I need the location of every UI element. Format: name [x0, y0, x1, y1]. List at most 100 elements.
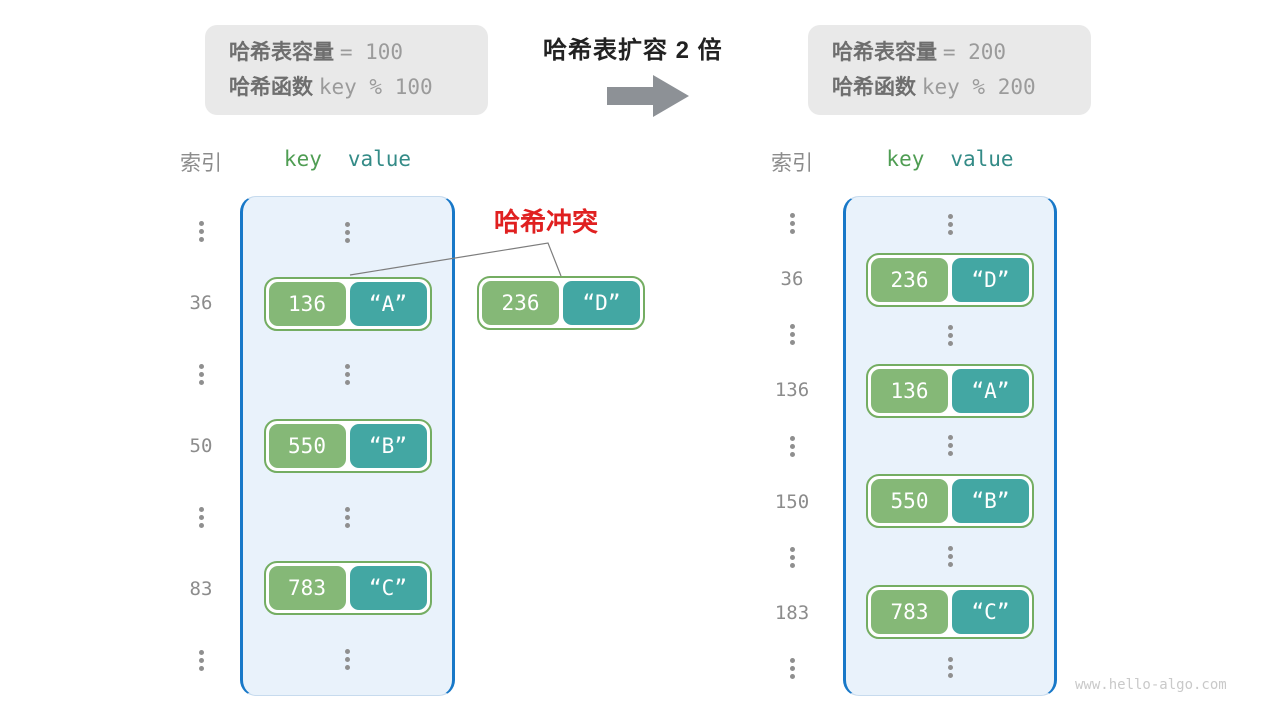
ellipsis-icon [789, 213, 795, 235]
ellipsis-icon [947, 435, 953, 457]
key-cell: 236 [871, 257, 948, 302]
hash-function-line: 哈希函数 key % 100 [229, 70, 488, 105]
key-cell: 136 [268, 281, 346, 326]
bucket-slot: 550“B” [243, 410, 452, 481]
bucket-slot: 236“D” [846, 252, 1054, 307]
value-cell: “D” [563, 281, 640, 325]
index-slot [165, 625, 237, 696]
bucket-slot [846, 529, 1054, 584]
index-slot: 50 [165, 410, 237, 481]
index-slot [756, 641, 828, 697]
index-column-after: 36 136 150 183 [756, 196, 828, 696]
kv-pair: 136“A” [263, 276, 432, 331]
value-cell: “C” [349, 566, 427, 611]
value-header: value [950, 147, 1014, 171]
index-label: 36 [189, 292, 213, 315]
value-cell: “A” [952, 368, 1029, 413]
value-cell: “B” [952, 479, 1029, 524]
kv-pair: 783“C” [866, 584, 1034, 639]
index-slot [756, 529, 828, 585]
capacity-box-after: 哈希表容量 = 200 哈希函数 key % 200 [808, 25, 1091, 115]
capacity-value: = 200 [942, 40, 1007, 64]
index-slot: 36 [165, 267, 237, 338]
ellipsis-icon [789, 324, 795, 346]
bucket-slot: 136“A” [243, 268, 452, 339]
ellipsis-icon [947, 546, 953, 568]
hash-function-value: key % 200 [921, 75, 1036, 99]
index-slot: 136 [756, 363, 828, 419]
ellipsis-icon [789, 657, 795, 679]
ellipsis-icon [345, 506, 350, 528]
capacity-value: = 100 [339, 40, 404, 64]
index-slot [756, 196, 828, 252]
kv-pair: 136“A” [866, 363, 1034, 418]
capacity-box-before: 哈希表容量 = 100 哈希函数 key % 100 [205, 25, 488, 115]
index-slot [756, 307, 828, 363]
index-label: 136 [774, 379, 810, 402]
index-header-before: 索引 [180, 152, 222, 175]
key-cell: 783 [268, 566, 346, 611]
bucket-slot: 783“C” [846, 584, 1054, 639]
ellipsis-icon [345, 222, 350, 244]
ellipsis-icon [789, 435, 795, 457]
expand-heading: 哈希表扩容 2 倍 [543, 37, 723, 64]
key-cell: 136 [871, 368, 948, 413]
capacity-line: 哈希表容量 = 200 [832, 35, 1091, 70]
kv-pair: 236“D” [866, 252, 1034, 307]
index-slot: 36 [756, 252, 828, 308]
value-cell: “A” [349, 281, 427, 326]
capacity-line: 哈希表容量 = 100 [229, 35, 488, 70]
right-arrow-icon [607, 75, 689, 117]
index-slot [165, 339, 237, 410]
bucket-array-after: 236“D” 136“A” 550“B” 783“C” [843, 196, 1057, 696]
hash-function-label: 哈希函数 [832, 76, 916, 99]
bucket-slot [846, 197, 1054, 252]
index-label: 150 [774, 490, 810, 513]
kv-header-before: key value [240, 147, 455, 171]
index-header-after: 索引 [771, 152, 813, 175]
index-slot: 150 [756, 474, 828, 530]
ellipsis-icon [947, 656, 953, 678]
ellipsis-icon [198, 221, 204, 243]
ellipsis-icon [198, 649, 204, 671]
index-slot [756, 418, 828, 474]
value-cell: “D” [952, 257, 1029, 302]
kv-pair: 550“B” [263, 418, 432, 473]
kv-header-after: key value [843, 147, 1057, 171]
bucket-slot: 550“B” [846, 474, 1054, 529]
watermark: www.hello-algo.com [1075, 677, 1227, 693]
index-label: 183 [774, 601, 810, 624]
colliding-pair: 236 “D” [477, 276, 645, 330]
hash-function-label: 哈希函数 [229, 76, 313, 99]
ellipsis-icon [947, 214, 953, 236]
key-cell: 550 [871, 479, 948, 524]
bucket-slot: 136“A” [846, 363, 1054, 418]
kv-pair: 550“B” [866, 474, 1034, 529]
key-cell: 550 [268, 423, 346, 468]
capacity-label: 哈希表容量 [832, 41, 937, 64]
bucket-slot [846, 418, 1054, 473]
ellipsis-icon [789, 546, 795, 568]
index-slot: 83 [165, 553, 237, 624]
bucket-slot [846, 308, 1054, 363]
collision-label: 哈希冲突 [494, 207, 599, 237]
kv-pair: 783“C” [263, 561, 432, 616]
ellipsis-icon [345, 648, 350, 670]
key-cell: 236 [482, 281, 559, 325]
bucket-slot [243, 197, 452, 268]
index-slot [165, 482, 237, 553]
bucket-array-before: 136“A” 550“B” 783“C” [240, 196, 455, 696]
index-slot [165, 196, 237, 267]
key-header: key [886, 147, 925, 171]
bucket-slot [243, 624, 452, 695]
hash-function-line: 哈希函数 key % 200 [832, 70, 1091, 105]
index-column-before: 36 50 83 [165, 196, 237, 696]
capacity-label: 哈希表容量 [229, 41, 334, 64]
key-cell: 783 [871, 589, 948, 634]
bucket-slot [243, 339, 452, 410]
bucket-slot [846, 640, 1054, 695]
ellipsis-icon [947, 324, 953, 346]
value-cell: “B” [349, 423, 427, 468]
index-label: 83 [189, 577, 213, 600]
